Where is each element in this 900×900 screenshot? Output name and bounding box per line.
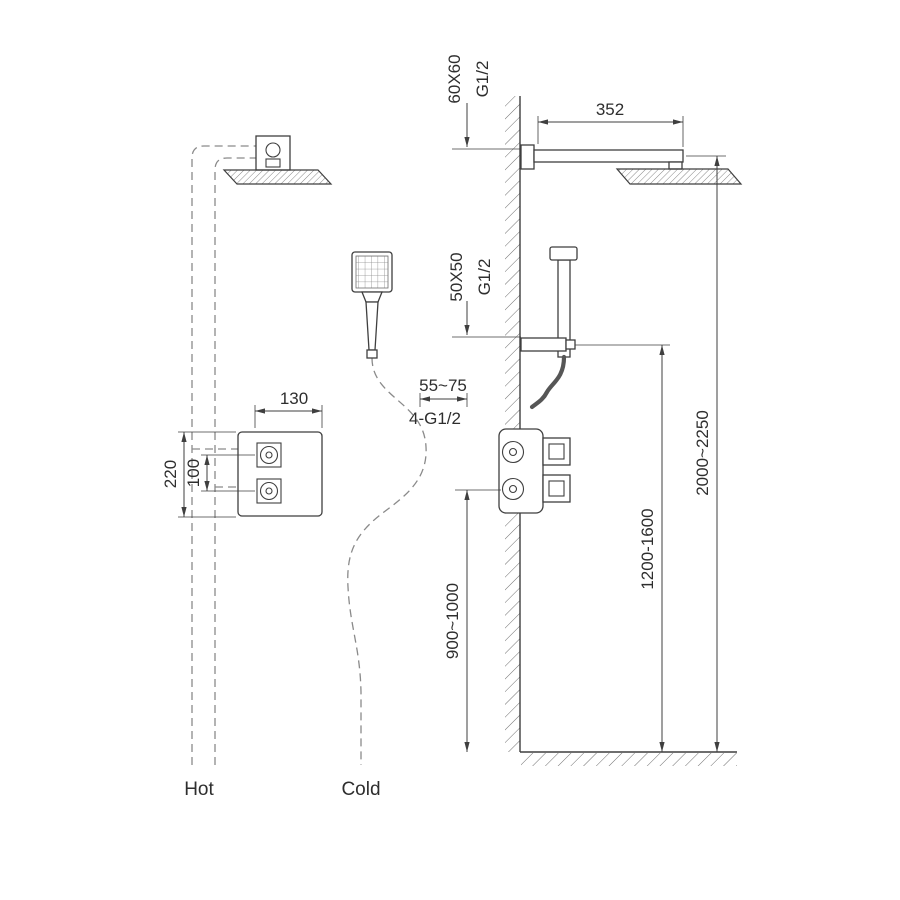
cold-label: Cold	[341, 779, 380, 800]
dim-holder-size-label: 50X50	[447, 252, 466, 301]
wall-holder	[520, 337, 567, 352]
valve-handle-bottom-front	[256, 478, 282, 504]
handshower-spray-face	[355, 255, 389, 289]
hot-label: Hot	[184, 779, 214, 800]
hot-supply-pipe	[191, 145, 256, 765]
valve-handle-bottom-inner	[548, 480, 565, 497]
shower-head-plate	[222, 169, 333, 185]
dim-head-floor-height-label: 2000~2250	[693, 410, 712, 496]
shower-arm-side	[520, 144, 743, 185]
valve-handle-top-side	[542, 437, 571, 466]
handshower-hose-nut	[366, 349, 378, 359]
valve-port-top-center	[508, 447, 518, 457]
mount-neck	[265, 158, 281, 168]
shower-head-front	[222, 135, 333, 185]
arm-wall-flange	[520, 144, 535, 170]
dim-valve-height: 220	[161, 431, 236, 518]
dim-holder-thread-label: G1/2	[475, 259, 494, 296]
hand-shower-front	[351, 251, 393, 359]
dim-valve-width: 130	[254, 389, 323, 428]
ceiling-mount-box	[255, 135, 291, 171]
valve-port-top	[501, 440, 525, 464]
handshower-hose-front	[347, 357, 427, 765]
handshower-neck	[361, 291, 383, 303]
cold-supply-pipe	[214, 157, 256, 765]
dim-arm-thread-label: G1/2	[473, 61, 492, 98]
dim-holder-floor-height-label: 1200-1600	[638, 508, 657, 589]
handshower-head-side	[549, 246, 578, 261]
dim-valve-depth: 55~75 4-G1/2	[409, 376, 468, 428]
wall-hatch	[505, 96, 520, 752]
valve-plate	[237, 431, 323, 517]
valve-handle-bottom-side	[542, 474, 571, 503]
dim-valve-floor-height-label: 900~1000	[443, 583, 462, 659]
shower-head-side	[615, 168, 743, 185]
dim-valve-connections-label: 4-G1/2	[409, 409, 461, 428]
handshower-handle	[365, 301, 379, 351]
mixer-valve-front	[237, 431, 323, 517]
section-view: 352 60X60 G1/2 50X50 G1/2 55~75 4-G1/2	[409, 54, 743, 766]
dim-arm-length: 352	[537, 100, 684, 147]
valve-body	[498, 428, 544, 514]
holder-knob	[565, 339, 576, 350]
hand-shower-side	[520, 246, 578, 410]
valve-port-bottom-center	[508, 484, 518, 494]
dim-valve-depth-label: 55~75	[419, 376, 467, 395]
valve-handle-top-front	[256, 442, 282, 468]
valve-handle-top-inner	[548, 443, 565, 460]
dim-handle-spacing: 100	[184, 454, 255, 492]
mount-ball-joint	[265, 142, 281, 158]
dim-arm-size-label: 60X60	[445, 54, 464, 103]
spec-arm: 60X60 G1/2	[445, 54, 521, 150]
dim-valve-floor-height: 900~1000	[443, 489, 501, 752]
arm-drop-connector	[668, 161, 683, 170]
dim-handle-spacing-label: 100	[184, 459, 203, 487]
handshower-hose-side	[529, 354, 567, 410]
valve-handle-top-ring	[259, 445, 279, 465]
floor-hatch	[521, 753, 737, 766]
valve-handle-bottom-ring	[259, 481, 279, 501]
front-view: 130 220 100 Hot Cold	[161, 135, 427, 800]
valve-port-bottom	[501, 477, 525, 501]
dim-valve-height-label: 220	[161, 460, 180, 488]
dim-head-floor-height: 2000~2250	[686, 155, 726, 752]
valve-handle-bottom-dot	[265, 487, 273, 495]
shower-arm	[533, 149, 684, 163]
mixer-valve-side	[498, 428, 571, 514]
dim-holder-floor-height: 1200-1600	[575, 344, 670, 752]
dim-valve-width-label: 130	[280, 389, 308, 408]
spec-holder: 50X50 G1/2	[447, 252, 521, 338]
valve-handle-top-dot	[265, 451, 273, 459]
dim-arm-length-label: 352	[596, 100, 624, 119]
